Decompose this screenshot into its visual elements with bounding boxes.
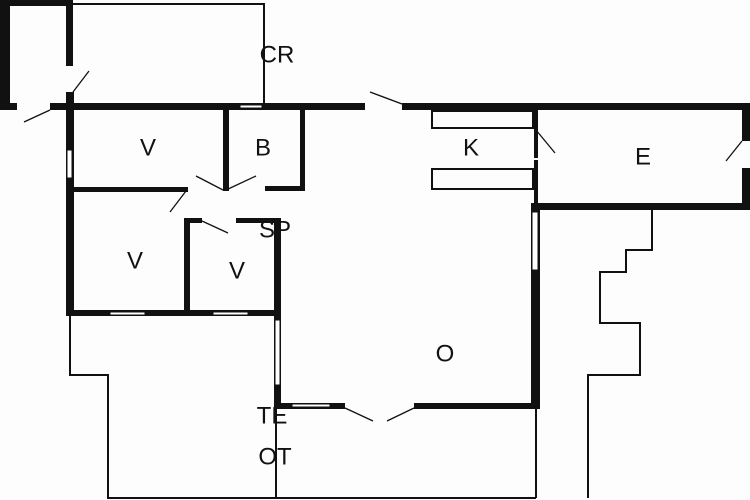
room-label-sp: SP [259, 216, 291, 243]
outline-lines [69, 3, 653, 499]
window [239, 104, 263, 109]
window [291, 403, 331, 408]
room-labels: CR V B K E SP V V O TE OT [127, 41, 651, 470]
room-label-ot: OT [258, 443, 292, 470]
room-label-v: V [140, 134, 156, 161]
room-label-b: B [255, 134, 271, 161]
room-label-k: K [463, 134, 479, 161]
room-label-v: V [127, 247, 143, 274]
window [212, 311, 249, 316]
window [66, 149, 73, 179]
window [531, 211, 539, 271]
room-label-cr: CR [260, 41, 295, 68]
walls [0, 0, 750, 409]
room-label-e: E [635, 143, 651, 170]
room-label-o: O [436, 340, 455, 367]
kitchen-counter [431, 110, 534, 129]
kitchen-counter [431, 168, 534, 190]
room-label-v: V [229, 257, 245, 284]
windows [66, 104, 539, 408]
window [109, 311, 146, 316]
door-swings [23, 70, 743, 422]
room-label-te: TE [257, 402, 288, 429]
window [274, 319, 281, 386]
